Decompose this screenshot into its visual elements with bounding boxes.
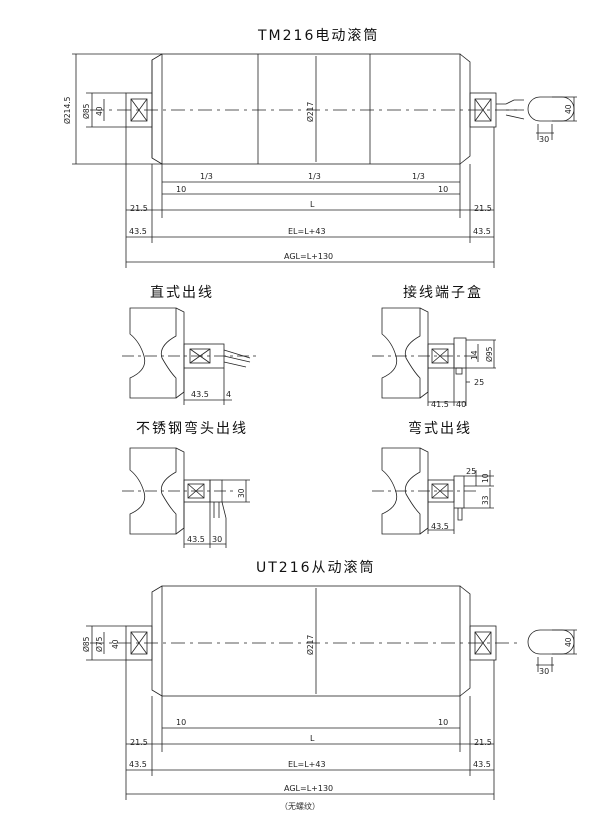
- terminal-box-title: 接线端子盒: [403, 285, 483, 301]
- footnote: （无螺纹）: [280, 802, 320, 811]
- dim-third-1: 1/3: [200, 172, 213, 181]
- dim-term-41-5: 41.5: [431, 400, 449, 409]
- dim-l: L: [310, 200, 315, 209]
- dim-43-5-right: 43.5: [473, 227, 491, 236]
- bend-outlet-title: 弯式出线: [408, 421, 472, 437]
- dim-term-95: Ø95: [485, 346, 494, 362]
- tm-drum-body: [161, 53, 461, 165]
- dim-flat-30: 30: [539, 135, 549, 144]
- terminal-box-drawing: [372, 307, 496, 406]
- dim-bend-43-5: 43.5: [431, 522, 449, 531]
- dim-term-14: 14: [470, 350, 479, 360]
- dim-ss-30: 30: [212, 535, 222, 544]
- dim-bend-10: 10: [481, 473, 490, 483]
- dim-d217: Ø217: [306, 102, 315, 122]
- dim-ss-43-5: 43.5: [187, 535, 205, 544]
- dim-ut-flat-30: 30: [539, 667, 549, 676]
- dim-21-5-right: 21.5: [474, 204, 492, 213]
- dim-ut-43-5-left: 43.5: [129, 760, 147, 769]
- outlet-dimension-labels: 43.5 4 14 Ø95 25 41.5 40 30 43.5 30 25 1…: [187, 346, 494, 544]
- ut-dimension-labels: Ø85 40 Ø75 Ø217 10 10 L 21.5 21.5 43.5 4…: [82, 635, 573, 793]
- dim-ut-d217: Ø217: [306, 635, 315, 655]
- ut-drum-drawing: [86, 585, 577, 800]
- dim-term-40: 40: [456, 400, 466, 409]
- dim-ut-43-5-right: 43.5: [473, 760, 491, 769]
- ut-title: UT216从动滚筒: [256, 560, 376, 576]
- dim-term-25: 25: [474, 378, 484, 387]
- dim-43-5-left: 43.5: [129, 227, 147, 236]
- dim-el: EL=L+43: [288, 227, 326, 236]
- dim-21-5-left: 21.5: [130, 204, 148, 213]
- stainless-elbow-title: 不锈钢弯头出线: [136, 421, 248, 437]
- direct-outlet-drawing: [122, 307, 256, 405]
- tm-title: TM216电动滚筒: [258, 28, 380, 44]
- dim-ut-21-5-right: 21.5: [474, 738, 492, 747]
- dim-ut-d40: 40: [111, 639, 120, 649]
- tm-drum-drawing: [72, 53, 577, 268]
- dim-ss-30-vertical: 30: [237, 488, 246, 498]
- dim-10-left: 10: [176, 185, 186, 194]
- dim-ut-d85: Ø85: [82, 636, 91, 652]
- dim-agl: AGL=L+130: [284, 252, 333, 261]
- dim-ut-agl: AGL=L+130: [284, 784, 333, 793]
- dim-third-3: 1/3: [412, 172, 425, 181]
- dim-d85: Ø85: [82, 103, 91, 119]
- tm-cable: [496, 99, 524, 105]
- dim-third-2: 1/3: [308, 172, 321, 181]
- ut-drum-body: [161, 585, 461, 697]
- dim-ut-10-right: 10: [438, 718, 448, 727]
- tm-dimension-labels: Ø214.5 Ø85 40 Ø217 1/3 1/3 1/3 10 10 L 2…: [63, 96, 573, 261]
- dim-ut-l: L: [310, 734, 315, 743]
- dim-ut-10-left: 10: [176, 718, 186, 727]
- direct-outlet-title: 直式出线: [150, 285, 214, 301]
- dim-bend-25: 25: [466, 467, 476, 476]
- dim-ut-21-5-left: 21.5: [130, 738, 148, 747]
- dim-flat-40: 40: [564, 104, 573, 114]
- bend-outlet-drawing: [372, 447, 494, 535]
- dim-ut-flat-40: 40: [564, 637, 573, 647]
- stainless-elbow-drawing: [122, 447, 250, 548]
- dim-direct-43-5: 43.5: [191, 390, 209, 399]
- dim-10-right: 10: [438, 185, 448, 194]
- dim-bend-33: 33: [481, 495, 490, 505]
- dim-ut-d75: Ø75: [95, 636, 104, 652]
- dim-direct-4: 4: [226, 390, 231, 399]
- dim-d40: 40: [95, 106, 104, 116]
- dim-ut-el: EL=L+43: [288, 760, 326, 769]
- dim-d214: Ø214.5: [63, 96, 72, 124]
